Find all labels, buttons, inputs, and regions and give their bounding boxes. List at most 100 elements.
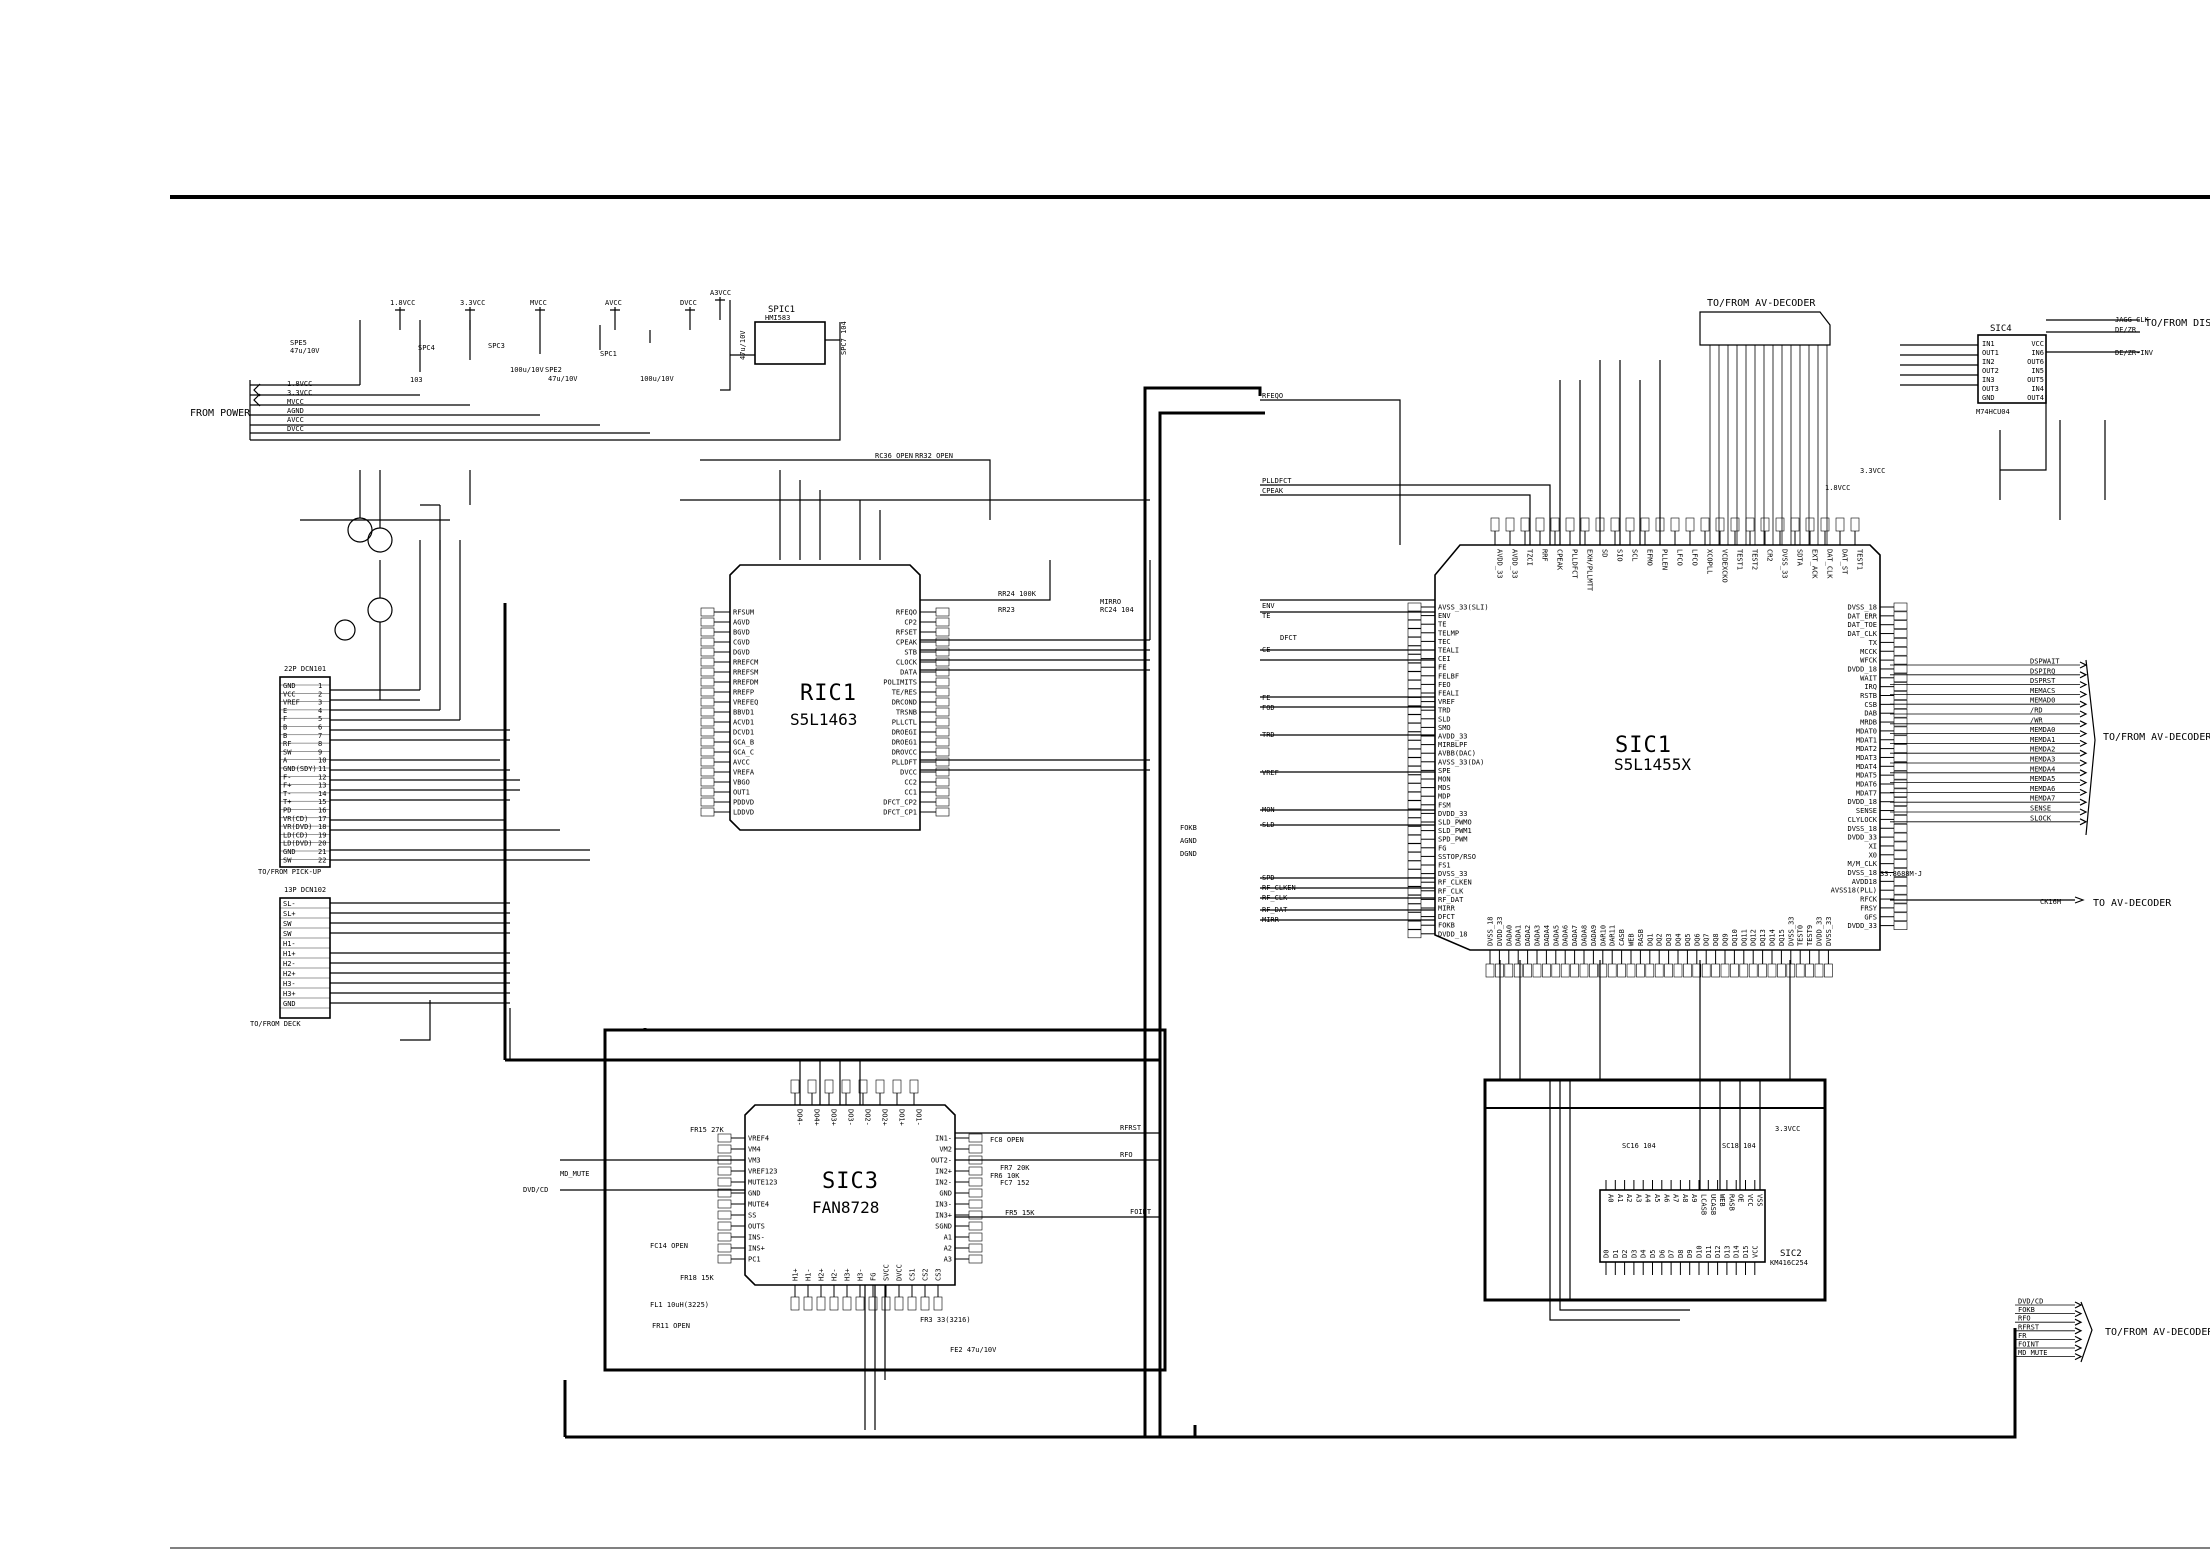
sic1-right-pin-label: WFCK bbox=[1860, 657, 1878, 665]
sic1-bottom-pin-label: RASB bbox=[1637, 929, 1645, 946]
ric1-note-rc36: RC36 OPEN bbox=[875, 452, 913, 460]
sic2-chip bbox=[1599, 1189, 1766, 1263]
pickup-pin-label: SW bbox=[283, 856, 292, 864]
cap-spc3: SPC3 bbox=[488, 342, 505, 350]
pickup-pin-label: RF bbox=[283, 740, 291, 748]
sic1-top-pin-label: AVDD_33 bbox=[1496, 549, 1504, 579]
display-pin-label: IN6 bbox=[2031, 349, 2044, 357]
sic1-right-pin-label: TX bbox=[1869, 639, 1878, 647]
pickup-pin-number: 16 bbox=[318, 807, 326, 815]
sic2-pin-label: D1 bbox=[1612, 1250, 1620, 1258]
cap-spe2-value: 47u/10V bbox=[548, 375, 578, 383]
sic2-pin-label: A7 bbox=[1672, 1194, 1680, 1202]
sic3-right-pin-label: A1 bbox=[944, 1234, 952, 1242]
sic1-right-pin-label: DVDD_18 bbox=[1847, 665, 1877, 673]
sic1-bottom-pin-label: DADA7 bbox=[1571, 925, 1579, 946]
regulator-ic-cap: SPC7 104 bbox=[840, 321, 848, 355]
net-label: CPEAK bbox=[1262, 487, 1284, 495]
ric1-right-pin-label: RFEQO bbox=[896, 609, 917, 617]
sic2-pin-label: WEB bbox=[1718, 1194, 1726, 1207]
regulator-part: HMI583 bbox=[765, 314, 790, 322]
av-mid-signal-label: /WR bbox=[2030, 716, 2043, 724]
pickup-pin-number: 20 bbox=[318, 840, 326, 848]
sic3-chip-group: SIC3 FAN8728 VREF4VM4VM3VREF123MUTE123GN… bbox=[560, 1060, 1160, 1430]
ric1-left-pin-label: DGVD bbox=[733, 649, 750, 657]
ric1-right-pin-label: TE/RES bbox=[892, 689, 917, 697]
sic3-top-pin-label: DO4+ bbox=[813, 1109, 821, 1126]
sic3-left-pin-label: VREF123 bbox=[748, 1168, 778, 1176]
sic3-right-pin-label: OUT2- bbox=[931, 1157, 952, 1165]
ric1-left-pin-label: CGVD bbox=[733, 639, 750, 647]
sic2-pin-label: VSS bbox=[1755, 1194, 1763, 1207]
sic1-top-pin-label: SIO bbox=[1616, 549, 1624, 562]
net-label: RFEQO bbox=[1262, 392, 1283, 400]
av-decoder-ck-caption: TO AV-DECODER bbox=[2093, 898, 2172, 909]
sic3-left-pin-label: VREF4 bbox=[748, 1135, 769, 1143]
av-decoder-mid-caption: TO/FROM AV-DECODER bbox=[2103, 732, 2210, 743]
deck-caption: TO/FROM DECK bbox=[250, 1020, 301, 1028]
sic2-supply: 3.3VCC bbox=[1775, 1125, 1800, 1133]
sic1-bottom-pin-label: DADA0 bbox=[1505, 925, 1513, 946]
sic2-pin-label: A8 bbox=[1681, 1194, 1689, 1202]
av-mid-signal-label: MEMDA4 bbox=[2030, 765, 2055, 773]
display-pin-label: IN1 bbox=[1982, 340, 1995, 348]
sic3-top-pin-label: DO1- bbox=[915, 1109, 923, 1126]
pickup-pin-label: F bbox=[283, 715, 287, 723]
sic1-left-pin-label: VREF bbox=[1438, 698, 1455, 706]
sic1-bottom-pin-label: DQ5 bbox=[1684, 933, 1692, 946]
ric1-left-pin-label: LDDVD bbox=[733, 809, 754, 817]
sic1-left-pin-label: RF_CLK bbox=[1438, 887, 1464, 895]
ric1-left-pin-label: BGVD bbox=[733, 629, 750, 637]
sic2-pin-label: A9 bbox=[1690, 1194, 1698, 1202]
sic1-bottom-pin-label: DADA2 bbox=[1524, 925, 1532, 946]
sic3-left-pin-label: SS bbox=[748, 1212, 756, 1220]
sic1-left-pin-label: FEO bbox=[1438, 681, 1451, 689]
sic1-right-pin-label: DVDD_33 bbox=[1847, 922, 1877, 930]
sic1-top-pin-label: EXT_ACK bbox=[1811, 549, 1819, 579]
pickup-pin-number: 5 bbox=[318, 715, 322, 723]
sic1-right-pin-label: GFS bbox=[1864, 913, 1877, 921]
sic1-supply-label: 3.3VCC bbox=[1860, 467, 1885, 475]
sic1-right-pin-label: AVDD18 bbox=[1852, 878, 1877, 886]
sic1-bottom-pin-label: DQ12 bbox=[1750, 929, 1758, 946]
sic1-bottom-pin-label: DADA9 bbox=[1590, 925, 1598, 946]
display-pin-label: VCC bbox=[2031, 340, 2044, 348]
ric1-left-pin-label: GCA_B bbox=[733, 739, 754, 747]
sic1-chip-group: SIC1 S5L1455X AVSS_33(SLI)ENVTETELMPTECT… bbox=[1407, 467, 1922, 978]
display-pin-label: GND bbox=[1982, 394, 1995, 402]
ric1-right-pin-label: DRCOND bbox=[892, 699, 917, 707]
pickup-pin-label: VCC bbox=[283, 690, 296, 698]
sic1-bottom-pin-label: TEST9 bbox=[1806, 925, 1814, 946]
sic1-bottom-pin-label: DQ10 bbox=[1731, 929, 1739, 946]
sic2-pin-label: D6 bbox=[1658, 1250, 1666, 1258]
ric1-right-pin-label: DROEGI bbox=[892, 729, 917, 737]
ric1-right-pin-label: CLOCK bbox=[896, 659, 918, 667]
sic2-pin-label: A0 bbox=[1607, 1194, 1615, 1202]
sic1-left-pin-label: AVSS_33(DA) bbox=[1438, 758, 1484, 766]
ric1-right-pin-label: CC2 bbox=[904, 779, 917, 787]
pickup-pin-label: LD(CD) bbox=[283, 831, 308, 839]
sic1-bottom-pin-label: DQ1 bbox=[1646, 933, 1654, 946]
pickup-pin-number: 18 bbox=[318, 823, 326, 831]
sic1-bottom-pin-label: DADA4 bbox=[1543, 925, 1551, 946]
sic1-bottom-pin-label: DADA1 bbox=[1515, 925, 1523, 946]
ric1-left-pin-label: GCA_C bbox=[733, 749, 754, 757]
sic1-left-pin-label: ENV bbox=[1438, 612, 1451, 620]
net-label: FOINT bbox=[1130, 1208, 1152, 1216]
pickup-pin-label: GND bbox=[283, 682, 296, 690]
sic1-left-pin-label: FS1 bbox=[1438, 862, 1451, 870]
sic1-left-pin-label: DVSS_33 bbox=[1438, 870, 1468, 878]
av-bottom-signal-label: DVD/CD bbox=[2018, 1298, 2043, 1306]
sic2-pin-label: A3 bbox=[1634, 1194, 1642, 1202]
sic3-note-fc14: FC14 OPEN bbox=[650, 1242, 688, 1250]
sic3-left-pin-label: MUTE123 bbox=[748, 1179, 778, 1187]
power-connector-pin-label: 3.3VCC bbox=[287, 389, 312, 397]
av-mid-signal-label: MEMDA2 bbox=[2030, 746, 2055, 754]
sic3-note-fr11: FR11 OPEN bbox=[652, 1322, 690, 1330]
sic1-left-pin-label: SSTOP/RSO bbox=[1438, 853, 1476, 861]
pickup-pin-label: A bbox=[283, 757, 288, 765]
sic2-block-frame bbox=[1483, 1078, 1827, 1302]
sic1-bottom-pin-label: DQ7 bbox=[1703, 933, 1711, 946]
